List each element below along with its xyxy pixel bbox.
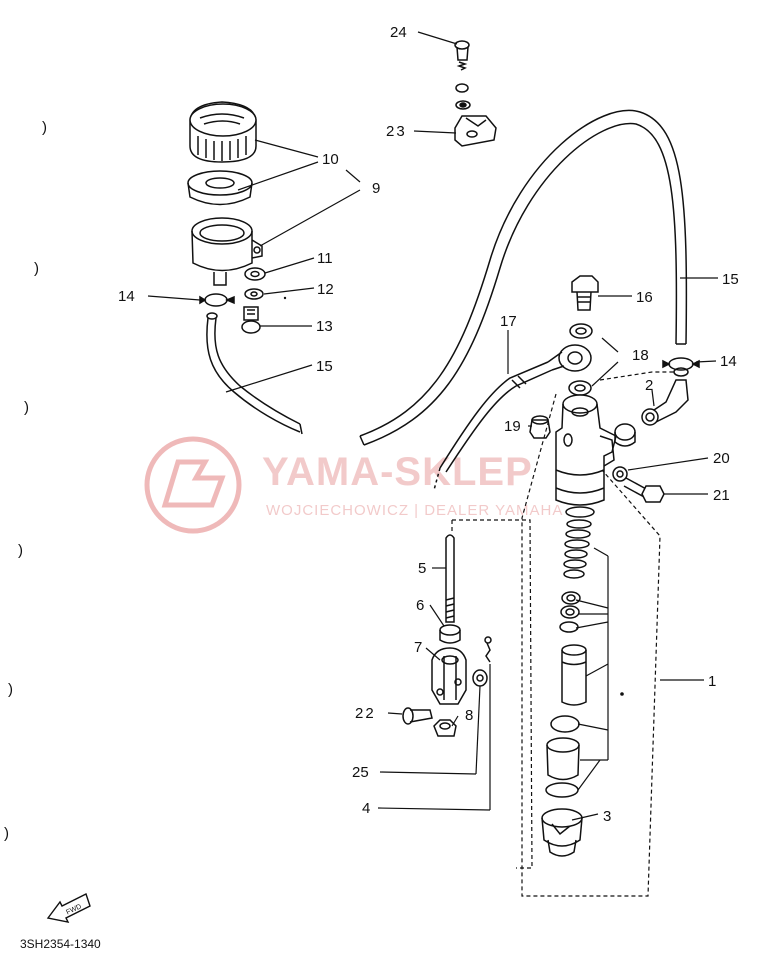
watermark-title: YAMA-SKLEP	[262, 450, 533, 494]
hose-clamp-14-right	[662, 357, 700, 377]
margin-marks: ) ) ) ) ) )	[4, 119, 47, 842]
seal-plug	[614, 423, 636, 447]
pin-22	[402, 707, 433, 725]
watermark: YAMA-SKLEP WOJCIECHOWICZ | DEALER YAMAHA	[144, 436, 563, 534]
bolt-21	[623, 477, 665, 503]
hose-clamp-14-left	[199, 293, 235, 307]
callout-20: 20	[713, 450, 730, 467]
cap-19	[529, 415, 551, 439]
reservoir-diaphragm	[187, 170, 253, 206]
watermark-subtitle: WOJCIECHOWICZ | DEALER YAMAHA	[266, 502, 563, 519]
svg-text:): )	[18, 542, 23, 559]
nut-8	[433, 719, 457, 737]
svg-text:): )	[8, 681, 13, 698]
watermark-logo	[144, 436, 242, 534]
master-cylinder-body	[555, 394, 617, 506]
callout-22: 22	[355, 705, 376, 722]
front-arrow-icon: FWD	[46, 893, 91, 923]
svg-text:): )	[4, 825, 9, 842]
callout-labels: 24 23 10 9 11 12 13 14 15 15 16 17 18 14…	[118, 24, 739, 825]
detail-dot	[620, 692, 624, 696]
assembly-outline	[451, 371, 676, 897]
bolt-16	[571, 275, 599, 311]
washer-18-bottom	[568, 380, 592, 396]
callout-18: 18	[632, 347, 649, 364]
callout-23: 23	[386, 123, 407, 140]
reservoir-body	[191, 217, 263, 286]
callout-15-left: 15	[316, 358, 333, 375]
svg-text:): )	[42, 119, 47, 136]
bolt-20	[612, 466, 628, 482]
callout-1: 1	[708, 673, 716, 690]
callout-16: 16	[636, 289, 653, 306]
clevis-7	[431, 647, 467, 705]
callout-6: 6	[416, 597, 424, 614]
washer-24	[455, 83, 471, 110]
nut-6	[439, 624, 461, 644]
callout-14-left: 14	[118, 288, 135, 305]
svg-text:): )	[34, 260, 39, 277]
washer-12	[244, 288, 264, 300]
callout-24: 24	[390, 24, 407, 41]
callout-11: 11	[317, 250, 333, 267]
callout-5: 5	[418, 560, 426, 577]
callout-14-right: 14	[720, 353, 737, 370]
reservoir-cap	[189, 101, 257, 163]
dust-boot-3	[541, 808, 583, 857]
piston-seal	[550, 715, 580, 733]
cotter-pin-4	[484, 636, 492, 663]
callout-10: 10	[322, 151, 339, 168]
part-code: 3SH2354-1340	[20, 937, 101, 951]
callout-25: 25	[352, 764, 369, 781]
cup-seals	[559, 591, 581, 633]
washer-25	[472, 669, 488, 687]
callout-4: 4	[362, 800, 370, 817]
washer-18-top	[569, 323, 593, 339]
callout-17: 17	[500, 313, 517, 330]
callout-3: 3	[603, 808, 611, 825]
guide-cup	[546, 737, 580, 781]
bracket-23	[454, 115, 497, 147]
push-rod-5	[445, 534, 455, 623]
detail-dot	[283, 296, 287, 300]
leader-lines	[147, 31, 718, 821]
spring	[563, 506, 595, 579]
callout-19: 19	[504, 418, 521, 435]
callout-7: 7	[414, 639, 422, 656]
callout-8: 8	[465, 707, 473, 724]
callout-2: 2	[645, 377, 653, 394]
hose-joint-2	[641, 379, 689, 426]
brake-hose-17	[433, 344, 592, 491]
circlip	[545, 782, 579, 798]
callout-21: 21	[713, 487, 730, 504]
screw-13	[241, 306, 261, 334]
piston	[561, 644, 587, 706]
callout-13: 13	[316, 318, 333, 335]
callout-15-right: 15	[722, 271, 739, 288]
reservoir-hose-right	[359, 109, 688, 437]
svg-text:): )	[24, 399, 29, 416]
callout-12: 12	[317, 281, 334, 298]
watermark-logo-mark	[161, 459, 226, 508]
washer-11	[244, 267, 266, 281]
screw-24	[454, 40, 470, 71]
reservoir-hose-left	[206, 317, 301, 433]
callout-9: 9	[372, 180, 380, 197]
